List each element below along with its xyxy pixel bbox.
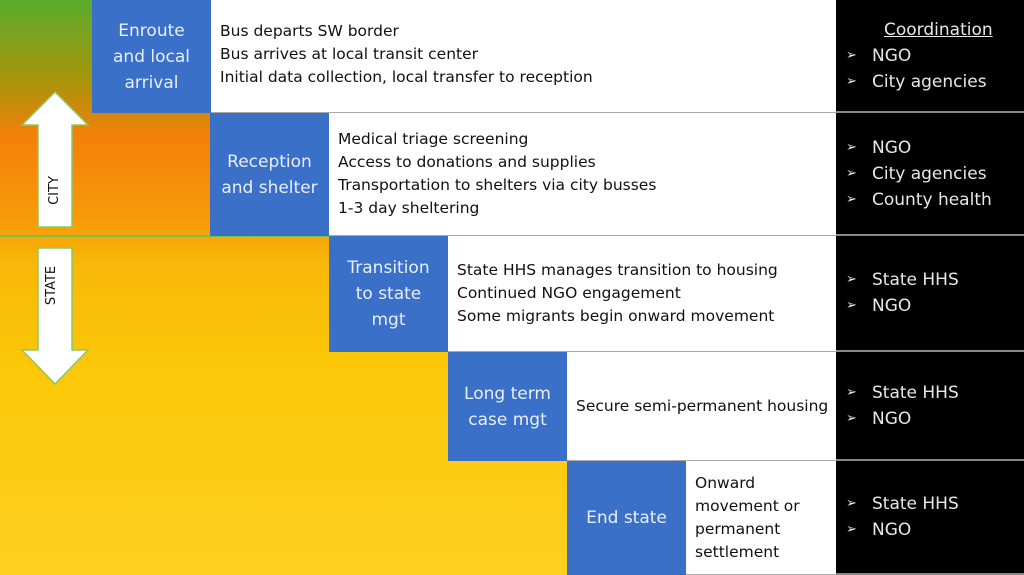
coordination-cell: ➢ NGO ➢ City agencies ➢ County health [836, 113, 1024, 236]
arrow-bullet-icon: ➢ [846, 272, 857, 287]
coordination-item: ➢ NGO [846, 43, 1024, 69]
coordination-item: ➢ NGO [846, 517, 1024, 543]
arrow-bullet-icon: ➢ [846, 47, 857, 63]
coordination-item: ➢ NGO [846, 406, 1024, 432]
coordination-item: ➢ County health [846, 187, 1024, 213]
coordination-header: Coordination [884, 19, 993, 40]
city-label: CITY [46, 176, 62, 205]
coordination-item: ➢ State HHS [846, 491, 1024, 517]
coordination-item: ➢ City agencies [846, 69, 1024, 95]
arrow-bullet-icon: ➢ [846, 496, 857, 511]
phase-title-text: Transition to state mgt [347, 258, 430, 330]
coordination-text: NGO [872, 45, 912, 66]
coordination-text: State HHS [872, 382, 959, 403]
coordination-item: ➢ NGO [846, 135, 1024, 161]
coordination-text: NGO [872, 520, 912, 540]
phase-activities: Onward movement or permanent settlement [686, 461, 836, 575]
arrows [20, 90, 90, 386]
arrow-bullet-icon: ➢ [846, 165, 857, 181]
down-arrow-icon [20, 247, 90, 386]
phase-title: Reception and shelter [210, 113, 329, 236]
coordination-item: ➢ State HHS [846, 267, 1024, 293]
coordination-text: City agencies [872, 163, 987, 184]
activity-item: Bus arrives at local transit center [220, 45, 479, 63]
coordination-text: County health [872, 189, 992, 210]
arrow-bullet-icon: ➢ [846, 384, 857, 400]
coordination-item: ➢ NGO [846, 293, 1024, 319]
phase-title: Long term case mgt [448, 352, 567, 461]
phase-title: Transition to state mgt [329, 236, 448, 352]
coordination-text: NGO [872, 296, 912, 316]
arrow-bullet-icon: ➢ [846, 73, 857, 89]
phase-activities: Secure semi-permanent housing [567, 352, 836, 461]
coordination-cell: ➢ State HHS ➢ NGO [836, 352, 1024, 461]
activity-item: Medical triage screening [338, 130, 529, 148]
activity-item: Secure semi-permanent housing [576, 396, 829, 415]
activity-item: Transportation to shelters via city buss… [338, 176, 657, 194]
phase-title-text: End state [586, 508, 667, 528]
phase-title-text: Reception and shelter [221, 151, 318, 198]
activity-item: Bus departs SW border [220, 22, 399, 40]
activity-item: Some migrants begin onward movement [457, 307, 775, 325]
coordination-text: NGO [872, 137, 912, 158]
up-arrow-icon [20, 90, 90, 228]
coordination-item: ➢ State HHS [846, 380, 1024, 406]
coordination-text: NGO [872, 408, 912, 429]
arrow-bullet-icon: ➢ [846, 139, 857, 155]
arrow-bullet-icon: ➢ [846, 522, 857, 537]
phase-title-text: Enroute and local arrival [113, 20, 190, 93]
activity-item: State HHS manages transition to housing [457, 261, 778, 279]
activity-item: Access to donations and supplies [338, 153, 596, 171]
arrow-bullet-icon: ➢ [846, 191, 857, 207]
coordination-cell: Coordination ➢ NGO ➢ City agencies [836, 0, 1024, 113]
activity-item: Continued NGO engagement [457, 284, 681, 302]
phase-title-text: Long term case mgt [464, 383, 551, 430]
coordination-cell: ➢ State HHS ➢ NGO [836, 461, 1024, 575]
state-label: STATE [44, 265, 60, 306]
phase-title: Enroute and local arrival [92, 0, 211, 113]
coordination-text: State HHS [872, 494, 959, 514]
coordination-cell: ➢ State HHS ➢ NGO [836, 236, 1024, 352]
activity-item: 1-3 day sheltering [338, 199, 480, 217]
activity-item: Initial data collection, local transfer … [220, 68, 593, 86]
coordination-text: State HHS [872, 270, 959, 290]
activity-item: Onward movement or permanent settlement [695, 473, 800, 561]
arrow-bullet-icon: ➢ [846, 298, 857, 313]
coordination-item: ➢ City agencies [846, 161, 1024, 187]
arrow-bullet-icon: ➢ [846, 410, 857, 426]
coordination-text: City agencies [872, 71, 987, 92]
phase-title: End state [567, 461, 686, 575]
